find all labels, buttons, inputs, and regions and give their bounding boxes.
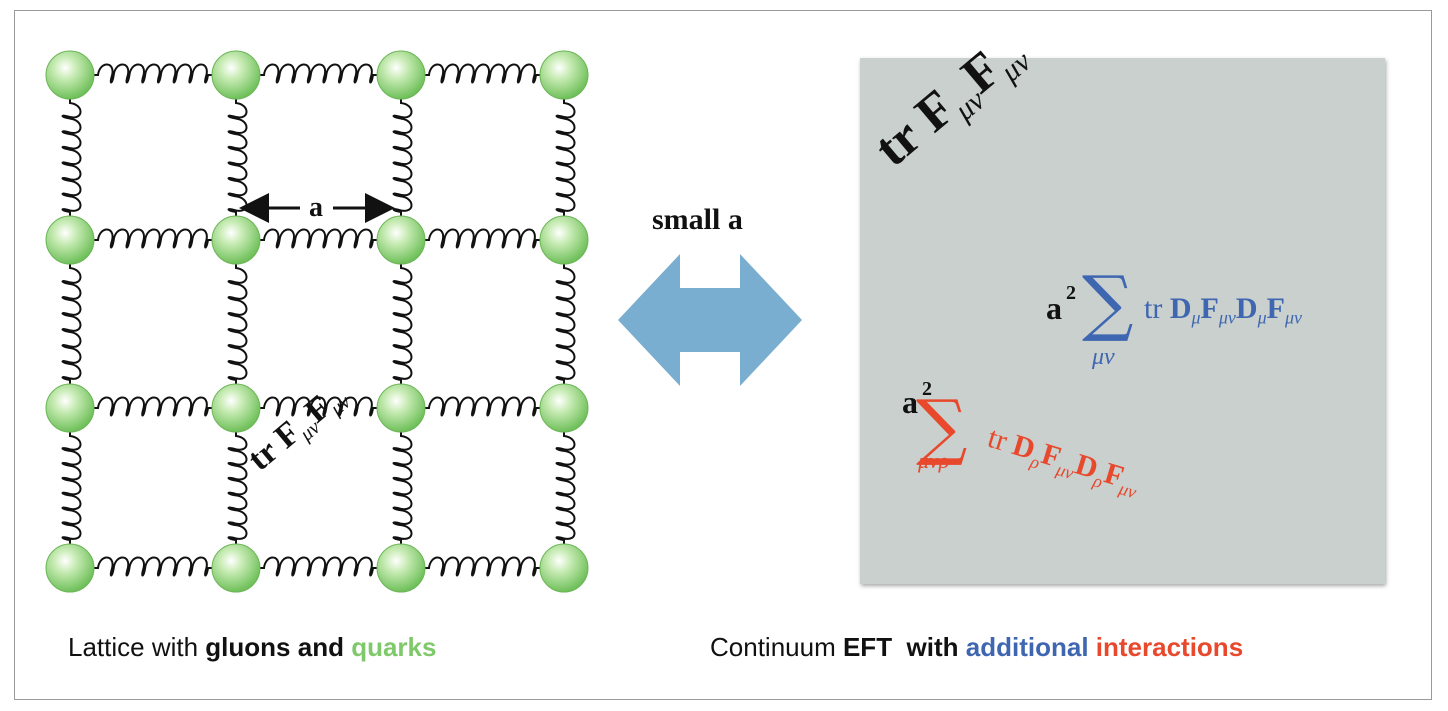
gluon-spring — [401, 228, 564, 249]
quark-node — [376, 383, 426, 433]
gluon-spring — [392, 75, 413, 240]
gluon-spring — [61, 408, 82, 568]
gluon-spring — [236, 396, 401, 417]
quark-node — [211, 383, 261, 433]
quark-node — [539, 383, 589, 433]
gluon-spring — [236, 228, 401, 249]
quark-node — [376, 215, 426, 265]
quark-node — [45, 383, 95, 433]
gluon-spring — [70, 63, 236, 84]
double-arrow-icon — [618, 254, 802, 386]
gluon-spring — [392, 408, 413, 568]
gluon-spring — [555, 408, 576, 568]
quark-node — [45, 543, 95, 593]
gluon-spring — [401, 396, 564, 417]
spacing-arrow: a — [239, 192, 395, 223]
gluon-spring — [61, 75, 82, 240]
gluon-spring — [227, 408, 248, 568]
quark-nodes — [45, 50, 589, 593]
quark-node — [376, 50, 426, 100]
quark-node — [539, 543, 589, 593]
quark-node — [211, 215, 261, 265]
gluon-spring — [555, 75, 576, 240]
gluon-spring — [70, 556, 236, 577]
gluon-spring — [392, 240, 413, 408]
quark-node — [211, 543, 261, 593]
gluon-spring — [401, 556, 564, 577]
gluon-spring — [227, 75, 248, 240]
gluon-links — [61, 63, 576, 577]
quark-node — [45, 50, 95, 100]
quark-node — [45, 215, 95, 265]
gluon-spring — [555, 240, 576, 408]
gluon-spring — [70, 396, 236, 417]
quark-node — [539, 215, 589, 265]
quark-node — [376, 543, 426, 593]
gluon-spring — [236, 556, 401, 577]
gluon-spring — [227, 240, 248, 408]
continuum-caption: Continuum EFT with additional interactio… — [710, 632, 1244, 662]
gluon-spring — [61, 240, 82, 408]
quark-node — [539, 50, 589, 100]
gluon-spring — [401, 63, 564, 84]
gluon-spring — [70, 228, 236, 249]
quark-node — [211, 50, 261, 100]
gluon-spring — [236, 63, 401, 84]
lattice-caption: Lattice with gluons and quarks — [68, 632, 437, 662]
spacing-label: a — [309, 192, 323, 223]
small-a-label: small a — [652, 203, 743, 236]
continuum-panel — [860, 58, 1385, 584]
